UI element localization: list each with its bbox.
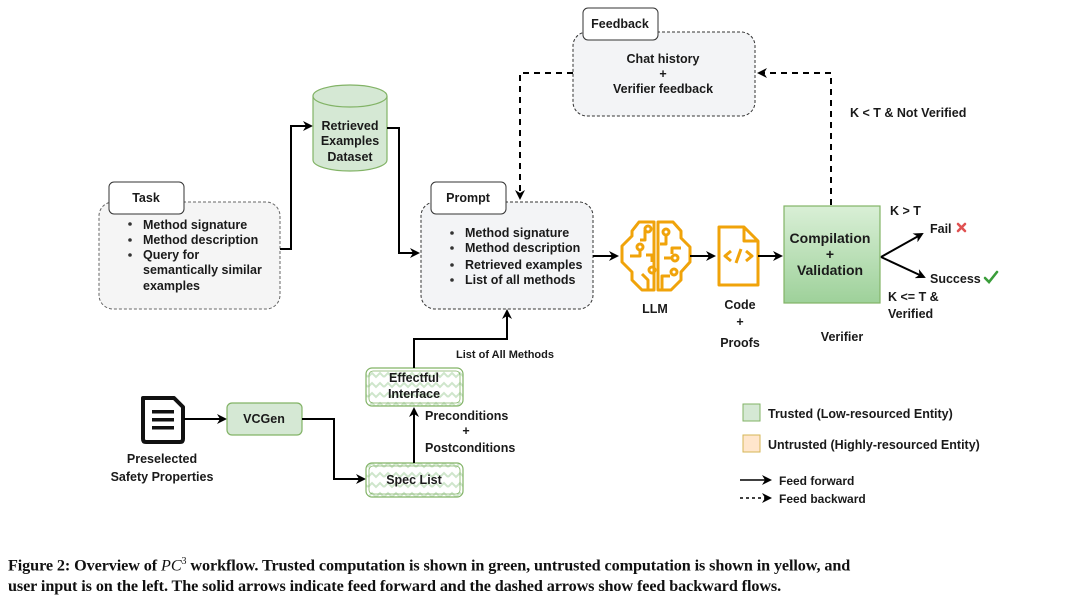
dataset-label: Retrieved [322, 119, 379, 133]
feedback-title: Feedback [591, 17, 649, 31]
vcgen-box: VCGen [226, 402, 303, 436]
prompt-item: Method signature [465, 226, 569, 240]
task-item: Method description [143, 233, 258, 247]
task-title: Task [132, 191, 160, 205]
arrow-to-fail [880, 233, 924, 258]
task-box: Task Method signature Method description… [98, 181, 281, 310]
code-label: Code [724, 298, 755, 312]
vcgen-label: VCGen [243, 412, 285, 426]
arrow-task-to-dataset [280, 121, 313, 250]
feedback-line: Verifier feedback [613, 82, 713, 96]
spec-list-box: Spec List [365, 462, 464, 498]
task-item: examples [143, 279, 200, 293]
success-condition: Verified [888, 307, 933, 321]
fail-x-icon [956, 222, 967, 233]
caption-line2: user input is on the left. The solid arr… [8, 577, 782, 596]
dashed-arrow-feedback-to-prompt [515, 72, 573, 200]
spec-list-label: Spec List [386, 473, 442, 487]
task-item: Method signature [143, 218, 247, 232]
legend-untrusted-swatch [742, 434, 761, 453]
verifier-box: Compilation + Validation [783, 205, 881, 304]
success-label: Success [930, 272, 981, 286]
llm-label: LLM [642, 302, 668, 316]
fail-label: Fail [930, 222, 952, 236]
verifier-label: Verifier [821, 330, 864, 344]
pre-post-label: Postconditions [425, 441, 515, 455]
task-item: Query for [143, 248, 199, 262]
caption-prefix: Figure 2: Overview of [8, 556, 162, 575]
effectful-interface-box: Effectful Interface [365, 367, 464, 407]
caption-sup: 3 [181, 556, 187, 567]
arrow-vcgen-to-spec [302, 418, 366, 484]
dashed-arrow-verifier-to-feedback [757, 68, 832, 205]
task-title-box [108, 181, 185, 215]
verifier-line: Validation [797, 262, 863, 278]
legend-feed-forward-label: Feed forward [779, 474, 854, 488]
caption-pc: PC [161, 556, 182, 575]
pre-post-label: Preconditions [425, 409, 508, 423]
feedback-title-box [582, 7, 659, 41]
workflow-diagram: Task Method signature Method description… [98, 7, 999, 506]
prompt-container [420, 201, 594, 310]
safety-label: Safety Properties [111, 470, 214, 484]
legend-trusted-swatch [742, 403, 761, 422]
code-file-icon [717, 225, 760, 287]
prompt-title-box [430, 181, 507, 215]
code-label: + [736, 315, 743, 329]
code-label: Proofs [720, 336, 760, 350]
task-item: semantically similar [143, 263, 262, 277]
prompt-item: Retrieved examples [465, 258, 582, 272]
prompt-title: Prompt [446, 191, 491, 205]
legend-feed-backward-label: Feed backward [779, 492, 866, 506]
success-condition: K <= T & [888, 290, 939, 304]
arrow-dataset-to-prompt [387, 127, 420, 258]
loop-condition: K < T & Not Verified [850, 106, 966, 120]
caption-line1: workflow. Trusted computation is shown i… [186, 556, 851, 575]
dataset-label: Examples [321, 134, 379, 148]
prompt-item: List of all methods [465, 273, 575, 287]
list-all-methods-label: List of All Methods [456, 349, 554, 361]
dataset-label: Dataset [327, 150, 373, 164]
success-check-icon [983, 270, 999, 284]
feedback-box: Feedback Chat history + Verifier feedbac… [572, 7, 756, 117]
prompt-box: Prompt Method signature Method descripti… [420, 181, 594, 310]
arrow-to-success [880, 256, 926, 279]
pre-post-label: + [462, 424, 469, 438]
llm-brain-icon [620, 220, 692, 292]
legend-untrusted-label: Untrusted (Highly-resourced Entity) [768, 438, 980, 452]
verifier-line: Compilation [790, 230, 871, 246]
effectful-label: Interface [388, 387, 440, 401]
effectful-label: Effectful [389, 371, 439, 385]
arrow-effectful-to-prompt [413, 309, 512, 368]
task-container [98, 201, 281, 310]
legend: Trusted (Low-resourced Entity) Untrusted… [740, 403, 980, 506]
figure-caption: Figure 2: Overview of PC3 workflow. Trus… [8, 551, 1088, 597]
document-icon [141, 396, 185, 444]
fail-condition: K > T [890, 204, 921, 218]
dataset-cylinder: Retrieved Examples Dataset [312, 84, 388, 172]
feedback-line: Chat history [627, 52, 700, 66]
legend-trusted-label: Trusted (Low-resourced Entity) [768, 407, 953, 421]
safety-label: Preselected [127, 452, 197, 466]
prompt-item: Method description [465, 241, 580, 255]
verifier-line: + [826, 246, 834, 262]
feedback-line: + [659, 67, 666, 81]
